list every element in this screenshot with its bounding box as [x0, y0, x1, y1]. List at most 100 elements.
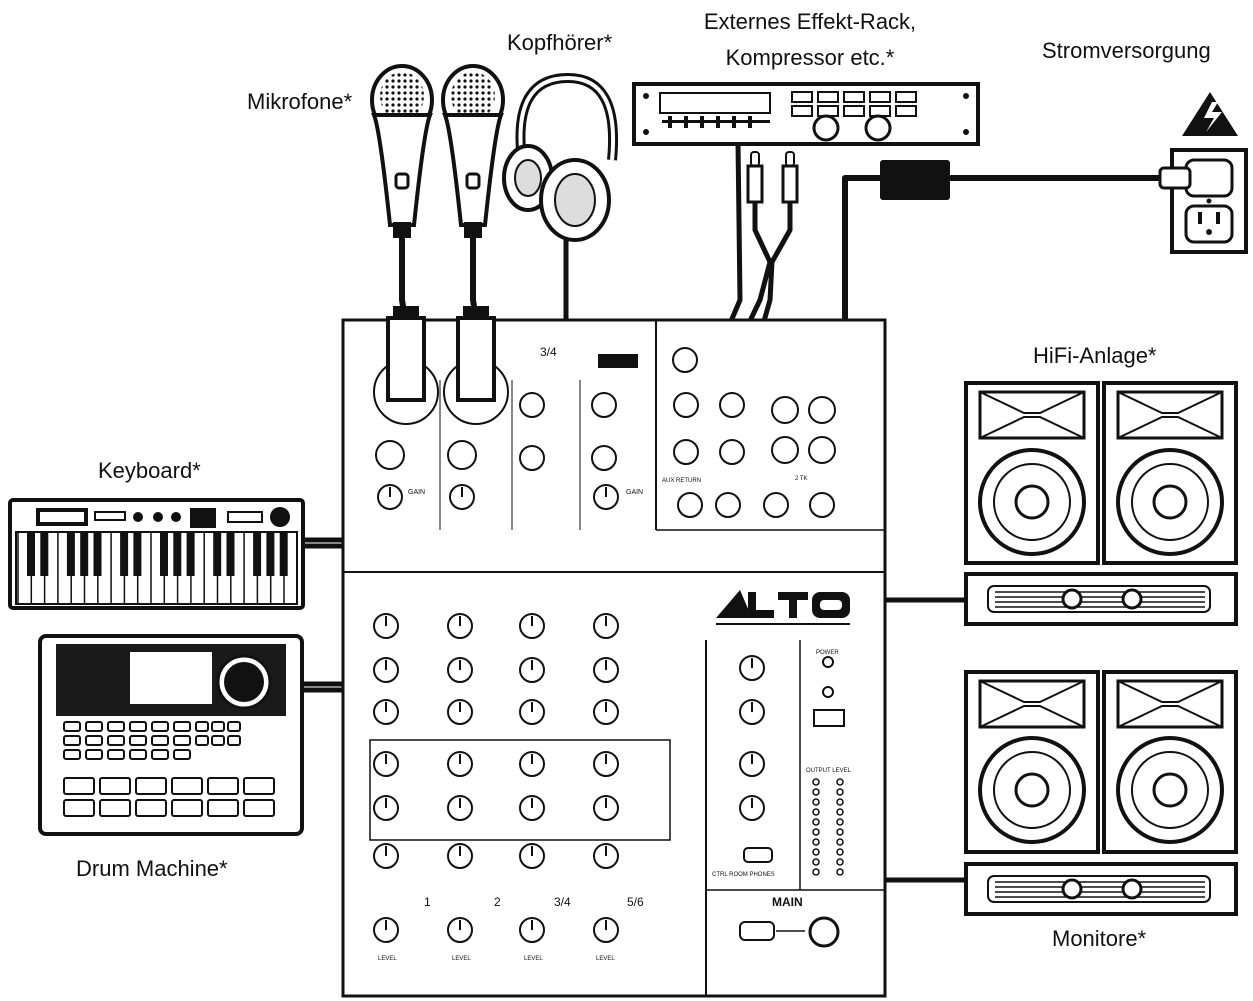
two-tk-label: 2 TK	[795, 476, 808, 482]
drum-pad	[171, 777, 203, 795]
label-headphones: Kopfhörer*	[507, 30, 613, 55]
meter-led	[836, 848, 844, 856]
drum-machine-button	[173, 735, 191, 746]
meter-led	[836, 798, 844, 806]
output-level-label: OUTPUT LEVEL	[806, 768, 852, 774]
drum-machine-button	[107, 735, 125, 746]
meter-led	[812, 828, 820, 836]
drum-pad	[207, 799, 239, 817]
keyboard-black-key	[226, 532, 235, 576]
keyboard-black-key	[93, 532, 102, 576]
drum-pad	[135, 777, 167, 795]
amplifier-icon	[964, 572, 1238, 626]
meter-led	[812, 808, 820, 816]
drum-pad	[135, 799, 167, 817]
meter-led	[812, 868, 820, 876]
keyboard-icon	[8, 498, 305, 610]
brand-logo	[716, 590, 850, 625]
microphone-icon	[370, 64, 434, 238]
jack-plug-icon	[746, 151, 799, 204]
drum-machine-button	[129, 749, 147, 760]
drum-machine-button	[85, 721, 103, 732]
keyboard-black-key	[66, 532, 75, 576]
drum-machine-button	[63, 735, 81, 746]
amplifier-icon	[964, 862, 1238, 916]
keyboard-black-key	[266, 532, 275, 576]
drum-machine-button	[173, 721, 191, 732]
drum-pad	[99, 777, 131, 795]
drum-pad	[99, 799, 131, 817]
drum-machine-button	[129, 721, 147, 732]
keyboard-black-key	[213, 532, 222, 576]
label-microphones: Mikrofone*	[247, 89, 353, 114]
level-label: LEVEL	[378, 956, 397, 962]
keyboard-black-key	[80, 532, 89, 576]
meter-led	[836, 838, 844, 846]
meter-led	[812, 788, 820, 796]
meter-led	[812, 778, 820, 786]
keyboard-black-key	[186, 532, 195, 576]
drum-machine-button	[195, 721, 209, 732]
drum-machine-button	[63, 721, 81, 732]
microphone-icon	[441, 64, 505, 238]
meter-led	[812, 798, 820, 806]
label-effects-line2: Kompressor etc.*	[725, 45, 895, 70]
meter-led	[812, 838, 820, 846]
mixer-stereo-input-label: 3/4	[540, 345, 557, 359]
drum-pad	[63, 799, 95, 817]
meter-led	[836, 818, 844, 826]
drum-pad	[63, 777, 95, 795]
drum-machine-button	[107, 749, 125, 760]
drum-machine-button	[151, 749, 169, 760]
keyboard-black-key	[160, 532, 168, 576]
speaker-icon	[964, 670, 1100, 854]
level-label: LEVEL	[524, 956, 543, 962]
drum-machine-icon	[38, 634, 304, 836]
level-label: LEVEL	[596, 956, 615, 962]
keyboard-black-key	[173, 532, 182, 576]
meter-led	[836, 858, 844, 866]
meter-led	[812, 858, 820, 866]
channel-number-1: 1	[424, 895, 431, 909]
drum-machine-button	[211, 735, 225, 746]
power-outlet-icon	[1158, 148, 1248, 254]
drum-machine-button	[151, 735, 169, 746]
power-label: POWER	[816, 650, 839, 656]
mixer-icon	[341, 306, 887, 998]
meter-led	[836, 828, 844, 836]
drum-pad	[243, 799, 275, 817]
channel-number-5-6: 5/6	[627, 895, 644, 909]
ctrl-room-label: CTRL ROOM PHONES	[712, 872, 775, 878]
speaker-icon	[1102, 381, 1238, 565]
warning-icon	[1182, 92, 1238, 136]
drum-machine-button	[227, 721, 241, 732]
meter-led	[836, 788, 844, 796]
aux-return-label: AUX RETURN	[662, 478, 701, 484]
gain-label: GAIN	[408, 489, 425, 496]
drum-pad	[243, 777, 275, 795]
drum-pad	[171, 799, 203, 817]
drum-machine-button	[129, 735, 147, 746]
drum-machine-button	[63, 749, 81, 760]
drum-machine-button	[151, 721, 169, 732]
drum-machine-button	[211, 721, 225, 732]
gain-label: GAIN	[626, 489, 643, 496]
meter-led	[836, 868, 844, 876]
channel-number-3-4: 3/4	[554, 895, 571, 909]
keyboard-black-key	[27, 532, 35, 576]
keyboard-black-key	[279, 532, 288, 576]
meter-led	[836, 808, 844, 816]
drum-machine-button	[107, 721, 125, 732]
keyboard-black-key	[133, 532, 142, 576]
headphones-icon	[502, 72, 618, 242]
channel-number-2: 2	[494, 895, 501, 909]
effects-rack-icon	[632, 82, 980, 146]
drum-machine-button	[227, 735, 241, 746]
meter-led	[812, 848, 820, 856]
power-adapter-icon	[880, 160, 950, 200]
keyboard-black-key	[253, 532, 262, 576]
label-effects-line1: Externes Effekt-Rack,	[703, 9, 917, 34]
drum-machine-button	[195, 735, 209, 746]
mixer-main-label: MAIN	[772, 895, 803, 909]
